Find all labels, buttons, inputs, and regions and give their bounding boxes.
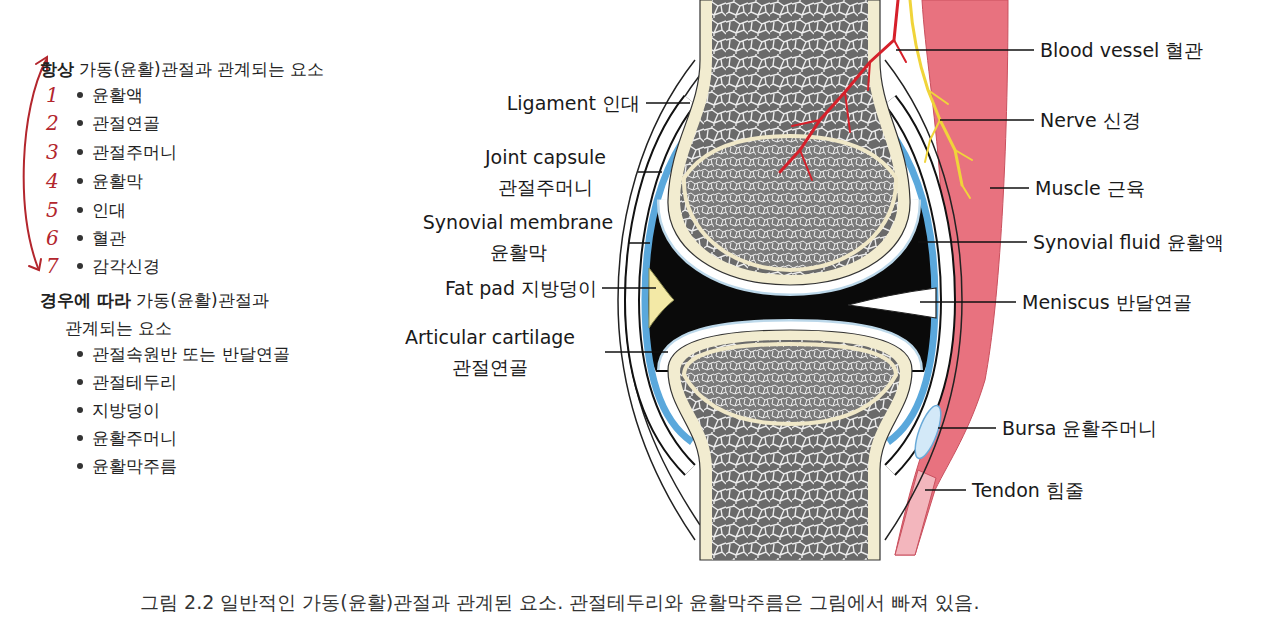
part-label: Nerve 신경 [1040, 105, 1141, 135]
list-item: 윤활막주름 [92, 455, 177, 477]
hand-arrow [24, 57, 47, 270]
list-item: 윤활주머니 [92, 427, 177, 449]
part-label: Joint capsule 관절주머니 [458, 142, 633, 202]
list-item: 관절주머니 [92, 141, 177, 163]
spongy-bone [680, 340, 900, 560]
meniscus [848, 288, 936, 318]
tendon [895, 470, 936, 555]
part-label: Synovial fluid 윤활액 [1033, 227, 1224, 257]
epiphysis [684, 136, 896, 270]
bursa [910, 403, 946, 462]
heading-emphasis: 항상 [40, 59, 74, 79]
callout-number: 3 [46, 140, 59, 164]
leader-lines [602, 50, 1034, 490]
bullet-dots [77, 92, 83, 469]
part-label: Blood vessel 혈관 [1040, 35, 1203, 65]
callout-number: 1 [46, 83, 59, 107]
part-label: Articular cartilage 관절연골 [380, 322, 600, 382]
part-label: Fat pad 지방덩이 [445, 273, 597, 303]
callout-number: 7 [46, 254, 59, 278]
lower-bone [668, 330, 912, 560]
spongy-bone [680, 0, 898, 275]
list-item: 윤활막 [92, 170, 143, 192]
nerve [910, 0, 972, 198]
part-label: Bursa 윤활주머니 [1002, 413, 1157, 443]
callout-number: 5 [46, 198, 59, 222]
list-item: 감각신경 [92, 255, 160, 277]
part-label: Ligament 인대 [507, 88, 640, 118]
list-item: 윤활액 [92, 84, 143, 106]
heading-emphasis: 경우에 따라 [40, 290, 131, 310]
list-item: 인대 [92, 199, 126, 221]
part-label: Synovial membrane 윤활막 [413, 207, 623, 267]
list-heading: 경우에 따라 가동(윤활)관절과 관계되는 요소 [40, 286, 330, 342]
list-item: 지방덩이 [92, 399, 160, 421]
epiphysis [684, 344, 896, 424]
list-heading: 항상 가동(윤활)관절과 관계되는 요소 [40, 55, 330, 83]
list-item: 관절테두리 [92, 371, 177, 393]
list-item: 혈관 [92, 227, 126, 249]
fat-pad [649, 268, 674, 328]
part-label: Muscle 근육 [1035, 173, 1145, 203]
callout-number: 6 [46, 226, 59, 250]
list-item: 관절속원반 또는 반달연골 [92, 343, 290, 365]
part-label: Meniscus 반달연골 [1022, 287, 1192, 317]
callout-number: 4 [46, 169, 59, 193]
upper-bone [668, 0, 910, 285]
blood-vessel [780, 0, 906, 180]
callout-number: 2 [46, 111, 59, 135]
heading-text: 가동(윤활)관절과 관계되는 요소 [79, 59, 324, 79]
figure-caption: 그림 2.2 일반적인 가동(윤활)관절과 관계된 요소. 관절테두리와 윤활막… [140, 589, 1260, 615]
list-item: 관절연골 [92, 112, 160, 134]
part-label: Tendon 힘줄 [972, 475, 1084, 505]
